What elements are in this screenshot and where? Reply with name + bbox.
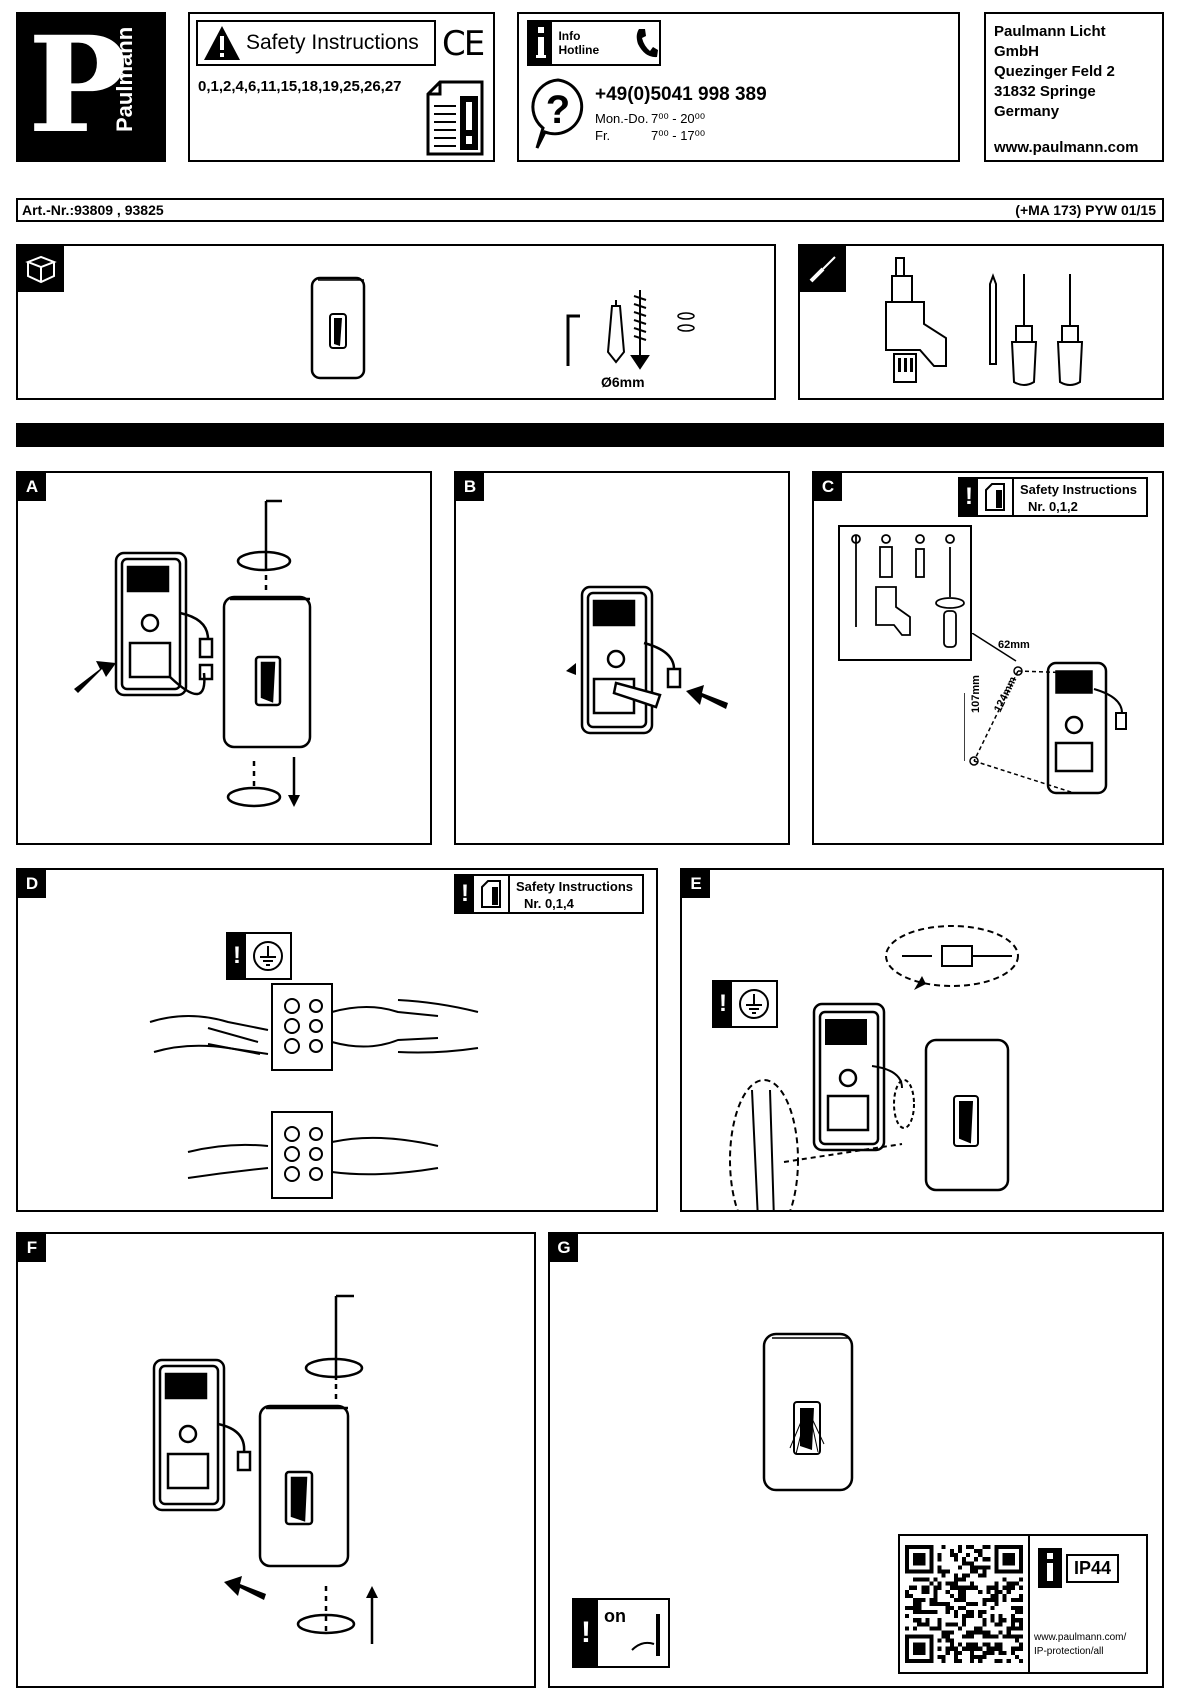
safety-header-box: Safety Instructions CE 0,1,2,4,6,11,15,1… <box>188 12 495 162</box>
step-a-illustration <box>58 493 418 833</box>
street: Quezinger Feld 2 <box>994 63 1115 80</box>
step-f-illustration <box>136 1294 466 1654</box>
ip-rating: IP44 <box>1066 1554 1120 1583</box>
mounting-dimensions <box>964 633 1164 833</box>
step-label: E <box>682 870 710 898</box>
step-label: G <box>550 1234 578 1262</box>
article-bar: Art.-Nr.:93809 , 93825 (+MA 173) PYW 01/… <box>16 198 1164 222</box>
ground-icon <box>732 982 776 1026</box>
info-icon <box>529 22 553 64</box>
step-e-illustration <box>722 900 1152 1210</box>
website-link[interactable]: www.paulmann.com <box>994 139 1139 156</box>
luminaire-illustration <box>308 274 372 384</box>
article-code: (+MA 173) PYW 01/15 <box>1015 202 1156 218</box>
step-b-illustration <box>556 583 736 743</box>
hotline-phone: +49(0)5041 998 389 <box>595 84 767 105</box>
safety-title: Safety Instructions <box>1020 482 1138 497</box>
company-name: Paulmann Licht GmbH <box>994 23 1106 60</box>
package-contents-box: Ø6mm <box>16 244 776 400</box>
warning-icon: ! <box>714 982 732 1026</box>
svg-text:?: ? <box>546 88 570 132</box>
ground-icon <box>246 934 290 978</box>
article-number: Art.-Nr.:93809 , 93825 <box>22 202 164 218</box>
hotline-row: Fr.7⁰⁰ - 17⁰⁰ <box>595 128 706 143</box>
safety-title-frame: Safety Instructions <box>196 20 436 66</box>
step-label: A <box>18 473 46 501</box>
switch-icon <box>631 1614 660 1656</box>
paulmann-logo: P Paulmann <box>16 8 166 163</box>
dimension-height: 107mm <box>970 675 982 713</box>
info-icon <box>1038 1548 1062 1588</box>
question-icon: ? <box>527 76 589 156</box>
step-label: B <box>456 473 484 501</box>
safety-numbers: Nr. 0,1,2 <box>1028 499 1078 514</box>
safety-title: Safety Instructions <box>516 879 634 894</box>
warning-icon: ! <box>456 876 474 912</box>
warning-icon: ! <box>228 934 246 978</box>
ip-link-line1[interactable]: www.paulmann.com/ <box>1034 1632 1127 1643</box>
step-a-panel: A <box>16 471 432 845</box>
section-divider <box>16 423 1164 447</box>
on-label: on <box>604 1606 626 1626</box>
screwdriver-icon <box>800 246 846 292</box>
warning-icon <box>202 24 242 62</box>
hotline-box: Info Hotline ? +49(0)5041 998 389 Mon.-D… <box>517 12 960 162</box>
hotline-hours: Mon.-Do.7⁰⁰ - 20⁰⁰ Fr.7⁰⁰ - 17⁰⁰ <box>595 110 705 144</box>
box-icon <box>18 246 64 292</box>
tools-box <box>798 244 1164 400</box>
step-b-panel: B <box>454 471 790 845</box>
step-label: F <box>18 1234 46 1262</box>
power-on-indicator: ! on <box>572 1598 670 1668</box>
step-f-panel: F <box>16 1232 536 1688</box>
dowel-size-label: Ø6mm <box>601 374 645 390</box>
hotline-title-frame: Info Hotline <box>527 20 661 66</box>
safety-title: Safety Instructions <box>246 31 419 54</box>
country: Germany <box>994 103 1060 120</box>
step-label: D <box>18 870 46 898</box>
address-box: Paulmann Licht GmbH Quezinger Feld 2 318… <box>984 12 1164 162</box>
logo-brand-name: Paulmann <box>112 26 137 132</box>
ce-mark: CE <box>442 24 485 64</box>
hotline-row: Mon.-Do.7⁰⁰ - 20⁰⁰ <box>595 111 706 126</box>
city: 31832 Springe <box>994 83 1096 100</box>
safety-numbers: 0,1,2,4,6,11,15,18,19,25,26,27 <box>198 78 402 95</box>
warning-icon: ! <box>574 1600 598 1666</box>
document-icon <box>426 80 484 156</box>
step-e-panel: E ! <box>680 868 1164 1212</box>
warning-icon: ! <box>960 479 978 515</box>
ground-warning: ! <box>712 980 778 1028</box>
phone-icon <box>633 26 659 60</box>
safety-numbers: Nr. 0,1,4 <box>524 896 574 911</box>
document-icon <box>474 876 510 912</box>
drill-illustration <box>884 254 1144 394</box>
ip-link-line2[interactable]: IP-protection/all <box>1034 1646 1104 1657</box>
drilling-detail-box <box>838 525 972 661</box>
luminaire-on-illustration <box>760 1330 860 1494</box>
hardware-illustration <box>558 286 718 386</box>
step-g-panel: G ! on IP44 www.paulmann.com/ IP-protect… <box>548 1232 1164 1688</box>
hotline-title: Info Hotline <box>558 29 600 57</box>
ip-protection-box: IP44 www.paulmann.com/ IP-protection/all <box>898 1534 1148 1674</box>
qr-code-icon <box>900 1536 1030 1672</box>
logo-letter: P <box>28 8 128 163</box>
step-label: C <box>814 473 842 501</box>
dimension-width: 62mm <box>998 639 1030 651</box>
wiring-illustration <box>148 982 488 1202</box>
document-icon <box>978 479 1014 515</box>
ground-warning: ! <box>226 932 292 980</box>
